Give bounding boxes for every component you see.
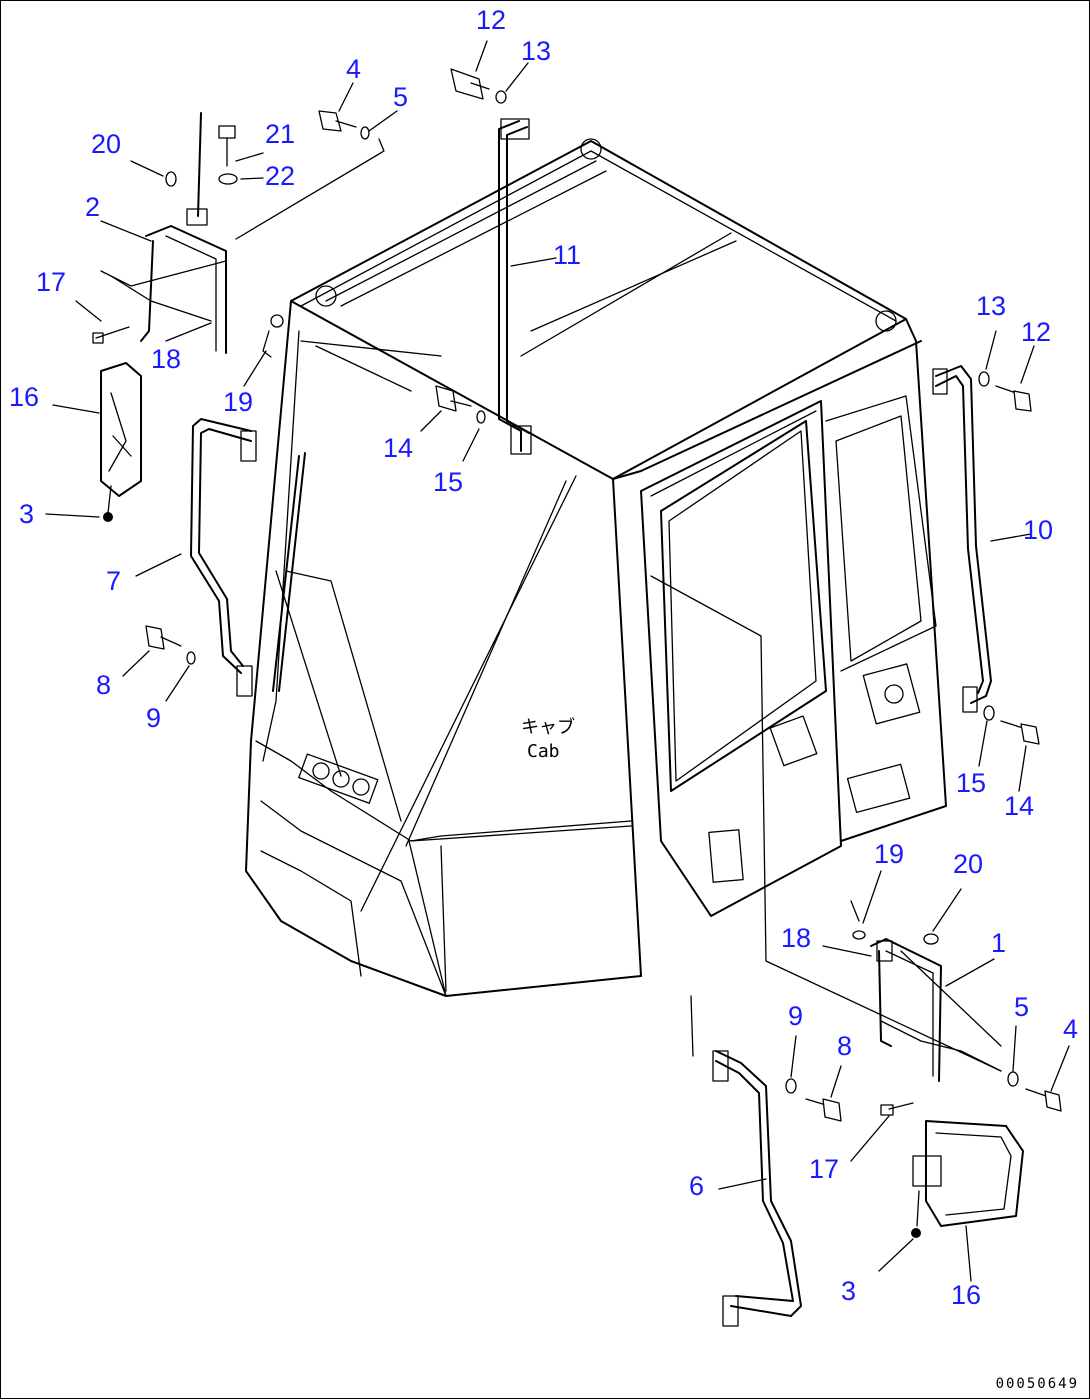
callout-4-top: 4 [346,54,362,84]
callout-16-right: 16 [951,1280,982,1310]
callout-17-left: 17 [36,267,67,297]
cab-label-japanese: キャブ [521,717,575,738]
callout-15-right: 15 [956,768,987,798]
callout-19-left: 19 [223,387,254,417]
callout-18-left: 18 [151,344,182,374]
callout-11: 11 [553,240,582,270]
callout-4-right: 4 [1063,1014,1079,1044]
callout-16-left: 16 [9,382,40,412]
callout-13-top: 13 [521,36,552,66]
leader-lines [45,40,1070,1282]
cab-label-english: Cab [527,741,560,762]
callout-9-left: 9 [146,703,162,733]
callout-7: 7 [106,566,122,596]
drawing-code: 00050649 [995,1376,1079,1392]
callout-20-right: 20 [953,849,984,879]
callout-22: 22 [265,161,296,191]
callout-3-right: 3 [841,1276,857,1306]
callout-21: 21 [265,119,296,149]
callout-20-left: 20 [91,129,122,159]
mirror-assembly-right [850,900,1024,1238]
fasteners [145,68,1062,1122]
cab-door [640,395,1002,1072]
callout-12-top: 12 [476,5,507,35]
callout-12-right: 12 [1021,317,1052,347]
callout-5-right: 5 [1014,992,1030,1022]
handrail-10 [932,365,992,713]
cab-body [245,300,947,997]
handrail-11 [498,118,532,455]
callout-1: 1 [991,928,1007,958]
callout-17-right: 17 [809,1154,840,1184]
callout-14-mid: 14 [383,433,414,463]
callout-8-left: 8 [96,670,112,700]
callout-15-mid: 15 [433,467,464,497]
callout-19-right: 19 [874,839,905,869]
callout-14-right: 14 [1004,791,1035,821]
cab-roof [290,138,907,480]
callout-9-right: 9 [788,1001,804,1031]
mirror-assembly-left [92,112,284,522]
callout-2: 2 [85,192,101,222]
callout-10: 10 [1023,515,1054,545]
callout-13-right: 13 [976,291,1007,321]
callout-18-right: 18 [781,923,812,953]
handrail-6 [690,995,802,1327]
handrail-7 [190,418,257,697]
callout-3-left: 3 [19,499,35,529]
callout-8-right: 8 [837,1031,853,1061]
callout-6: 6 [689,1171,705,1201]
callout-5-top: 5 [393,82,409,112]
